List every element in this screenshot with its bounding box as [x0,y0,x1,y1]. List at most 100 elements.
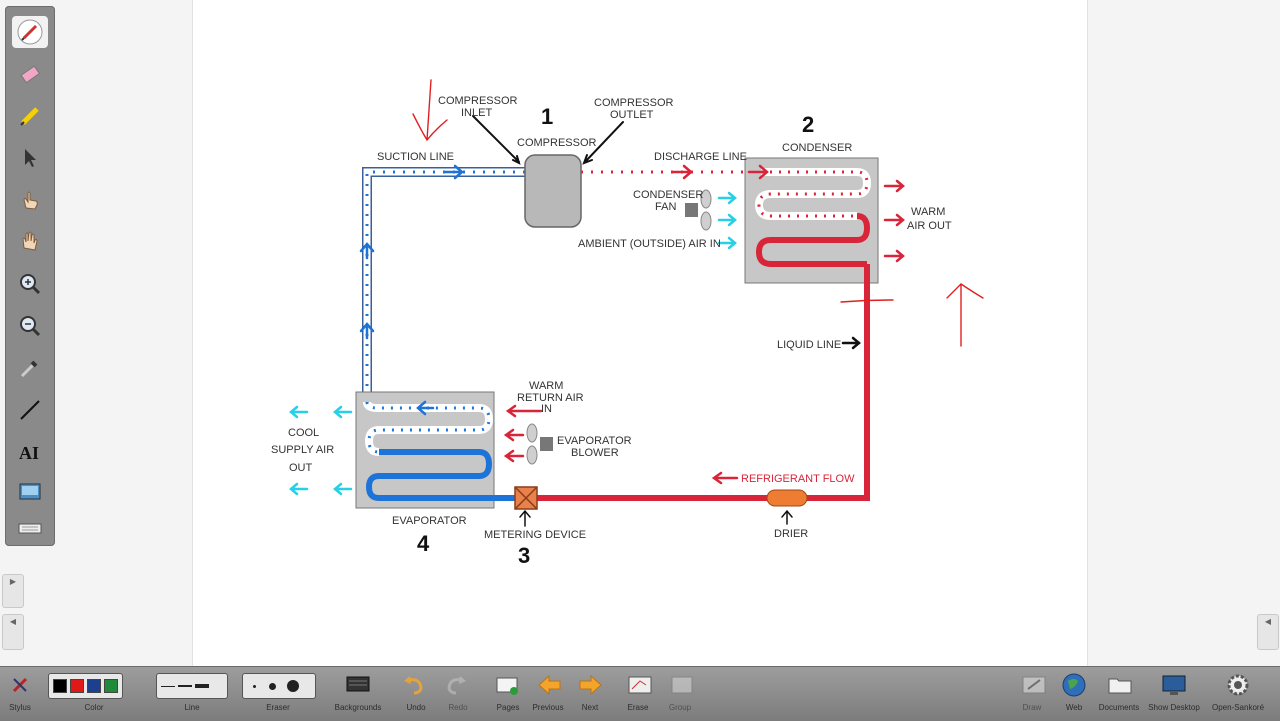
pan-hand-icon[interactable] [12,226,48,258]
label-warm-return-2: RETURN AIR [517,392,584,404]
label-compressor-outlet-2: OUTLET [610,109,654,121]
compressor [524,154,582,228]
label-refrigerant-flow: REFRIGERANT FLOW [741,473,855,485]
label-warm-return-3: IN [541,403,552,415]
color-red[interactable] [70,679,84,693]
redo-icon [447,676,466,695]
show-desktop-button[interactable] [1160,671,1188,699]
triangle-left-icon-right: ◀ [1264,617,1272,626]
eraser-icon[interactable] [12,58,48,90]
arrow-left-icon [538,674,561,696]
web-button[interactable] [1060,671,1088,699]
pages-button[interactable] [494,671,522,699]
select-arrow-icon[interactable] [12,142,48,174]
gear-icon [1227,674,1249,696]
highlighter-icon[interactable] [12,100,48,132]
zoom-in-icon[interactable] [12,268,48,300]
line-width-selector[interactable] [156,673,228,699]
documents-label: Documents [1098,703,1140,712]
label-suction-line: SUCTION LINE [377,151,454,163]
draw-button[interactable] [1020,671,1048,699]
label-evaporator: EVAPORATOR [392,515,467,527]
line-thin[interactable] [161,685,175,687]
whiteboard-page[interactable]: COMPRESSOR INLET 1 COMPRESSOR OUTLET COM… [192,0,1088,666]
globe-icon [1062,673,1086,697]
flow-arrows [289,115,905,527]
redo-button[interactable] [442,671,470,699]
label-cool-supply-1: COOL [288,427,319,439]
line-icon[interactable] [12,394,48,426]
redo-label: Redo [448,703,468,712]
label-evaporator-blower-1: EVAPORATOR [557,435,632,447]
next-label: Next [581,703,599,712]
color-label: Color [84,703,104,712]
label-compressor-inlet-2: INLET [461,107,492,119]
evaporator-blower [526,423,553,465]
eraser-large[interactable] [287,680,299,692]
metering-device [514,486,538,510]
pages-label: Pages [496,703,520,712]
number-1: 1 [541,104,553,129]
group-label: Group [668,703,692,712]
left-library-toggle[interactable]: ◀ [2,614,24,650]
number-4: 4 [417,531,430,556]
label-evaporator-blower-2: BLOWER [571,447,619,459]
zoom-out-icon[interactable] [12,310,48,342]
drier [766,489,808,507]
condenser [744,157,879,284]
backgrounds-button[interactable] [344,671,372,699]
label-cool-supply-2: SUPPLY AIR [271,444,334,456]
eyedropper-icon[interactable] [12,352,48,384]
undo-button[interactable] [400,671,428,699]
backgrounds-label: Backgrounds [334,703,382,712]
stylus-menu-button[interactable] [6,671,34,704]
show-desktop-label: Show Desktop [1148,703,1200,712]
evaporator [355,391,515,509]
next-button[interactable] [576,671,604,699]
color-green[interactable] [104,679,118,693]
color-black[interactable] [53,679,67,693]
color-palette[interactable] [48,673,123,699]
label-condenser-fan-2: FAN [655,201,676,213]
previous-button[interactable] [536,671,564,699]
add-page-icon [496,677,518,695]
label-warm-air-out-2: AIR OUT [907,220,952,232]
label-ambient-air: AMBIENT (OUTSIDE) AIR IN [578,238,721,250]
line-thick[interactable] [195,684,209,688]
line-medium[interactable] [178,685,192,687]
play-icon: ▶ [9,577,17,586]
condenser-fan [685,189,712,231]
svg-text:AI: AI [19,443,39,463]
eraser-size-selector[interactable] [242,673,316,699]
eraser-small[interactable] [253,684,256,688]
number-2: 2 [802,112,814,137]
left-toolbar: AI [5,6,55,546]
left-panel-toggle[interactable]: ▶ [2,574,24,608]
group-icon [671,676,693,694]
label-liquid-line: LIQUID LINE [777,339,841,351]
backgrounds-icon [346,676,370,692]
touch-hand-icon[interactable] [12,184,48,216]
group-button[interactable] [668,671,696,699]
erase-button[interactable] [626,671,654,699]
folder-icon [1108,678,1132,694]
screen-capture-icon[interactable] [12,476,48,508]
eraser-label: Eraser [266,703,290,712]
open-sankore-button[interactable] [1224,671,1252,699]
text-icon[interactable]: AI [12,436,48,468]
liquid-line [527,264,870,501]
number-3: 3 [518,543,530,568]
previous-label: Previous [532,703,564,712]
right-panel-toggle[interactable]: ◀ [1257,614,1279,650]
stylus-icon[interactable] [12,16,48,48]
color-blue[interactable] [87,679,101,693]
keyboard-icon[interactable] [12,512,48,544]
documents-button[interactable] [1106,671,1134,699]
label-warm-return-1: WARM [529,380,563,392]
eraser-medium[interactable] [269,682,276,690]
label-compressor-outlet-1: COMPRESSOR [594,97,674,109]
open-sankore-label: Open-Sankoré [1211,703,1265,712]
undo-icon [404,676,423,695]
bottom-toolbar: Stylus Color Line Eraser Backgrounds Und… [0,666,1280,721]
erase-page-icon [628,676,652,694]
